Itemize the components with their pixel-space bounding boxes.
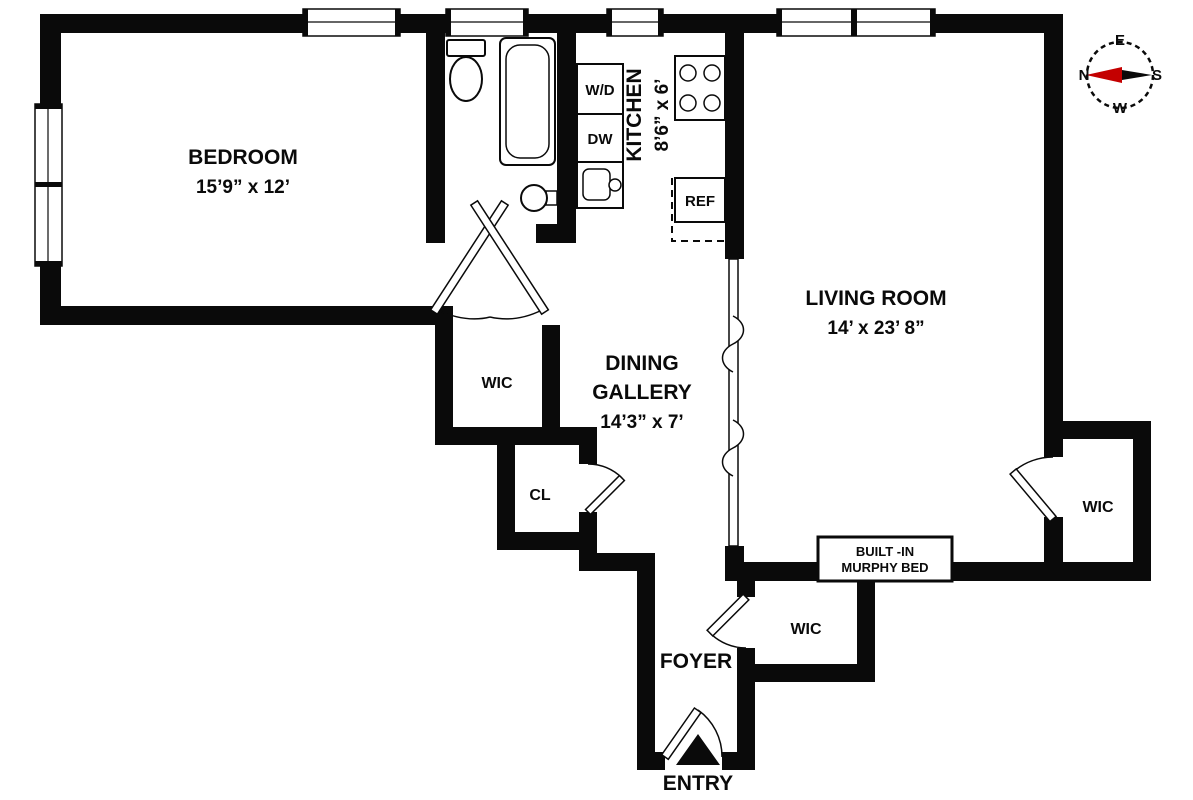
washer-dryer-label: W/D bbox=[585, 82, 614, 99]
window-bedroom-top bbox=[302, 8, 401, 37]
window-living-top bbox=[776, 8, 936, 37]
bathroom-sink bbox=[520, 184, 558, 212]
walls bbox=[40, 14, 1151, 770]
door-closet bbox=[584, 463, 626, 516]
refrigerator-box: REF bbox=[674, 177, 726, 223]
room-dims-bedroom: 15’9” x 12’ bbox=[196, 177, 290, 198]
murphy-bed-label-line2: MURPHY BED bbox=[841, 560, 928, 575]
french-door-wall bbox=[721, 258, 745, 547]
dishwasher-box: DW bbox=[576, 113, 624, 163]
compass: E N S W bbox=[1079, 32, 1162, 117]
door-wic-living bbox=[1009, 456, 1058, 523]
window-bath-top bbox=[445, 8, 529, 37]
kitchen-sink bbox=[576, 161, 624, 209]
room-label-living-room: LIVING ROOM bbox=[805, 287, 946, 310]
french-door-leaf-lower bbox=[721, 419, 745, 477]
room-dims-dining: 14’3” x 7’ bbox=[600, 412, 683, 433]
compass-label-south: S bbox=[1152, 67, 1162, 84]
room-label-entry: ENTRY bbox=[663, 772, 733, 795]
toilet bbox=[446, 39, 486, 102]
room-label-dining-line1: DINING bbox=[605, 352, 679, 375]
washer-dryer-box: W/D bbox=[576, 63, 624, 115]
room-label-wic-hall: WIC bbox=[481, 375, 513, 392]
bathtub bbox=[499, 37, 556, 166]
compass-needle-north bbox=[1086, 67, 1122, 83]
compass-label-north: N bbox=[1079, 67, 1090, 84]
compass-needle-south bbox=[1122, 70, 1152, 80]
window-kitchen-top bbox=[606, 8, 664, 37]
compass-label-west: W bbox=[1113, 100, 1128, 117]
room-label-closet: CL bbox=[529, 487, 551, 504]
room-label-bedroom: BEDROOM bbox=[188, 146, 298, 169]
stove bbox=[674, 55, 726, 121]
room-label-wic-living: WIC bbox=[1082, 499, 1114, 516]
compass-label-east: E bbox=[1115, 32, 1125, 49]
room-label-kitchen: KITCHEN bbox=[623, 68, 646, 161]
door-entry bbox=[660, 706, 723, 761]
entry-arrow bbox=[676, 734, 720, 765]
kitchen-counter-dashed-line bbox=[671, 178, 725, 242]
room-label-dining-line2: GALLERY bbox=[592, 381, 692, 404]
room-label-wic-foyer: WIC bbox=[790, 621, 822, 638]
refrigerator-label: REF bbox=[685, 193, 715, 210]
room-label-foyer: FOYER bbox=[660, 650, 732, 673]
dishwasher-label: DW bbox=[588, 131, 614, 148]
room-dims-living-room: 14’ x 23’ 8” bbox=[827, 318, 924, 339]
door-bedroom-hall bbox=[429, 199, 550, 320]
door-wic-foyer bbox=[706, 593, 750, 649]
window-bedroom-left bbox=[34, 103, 63, 267]
murphy-bed-label-line1: BUILT -IN bbox=[856, 544, 914, 559]
room-dims-kitchen: 8’6” x 6’ bbox=[652, 79, 673, 152]
murphy-bed: BUILT -IN MURPHY BED bbox=[816, 535, 954, 583]
french-door-leaf-upper bbox=[721, 315, 745, 373]
